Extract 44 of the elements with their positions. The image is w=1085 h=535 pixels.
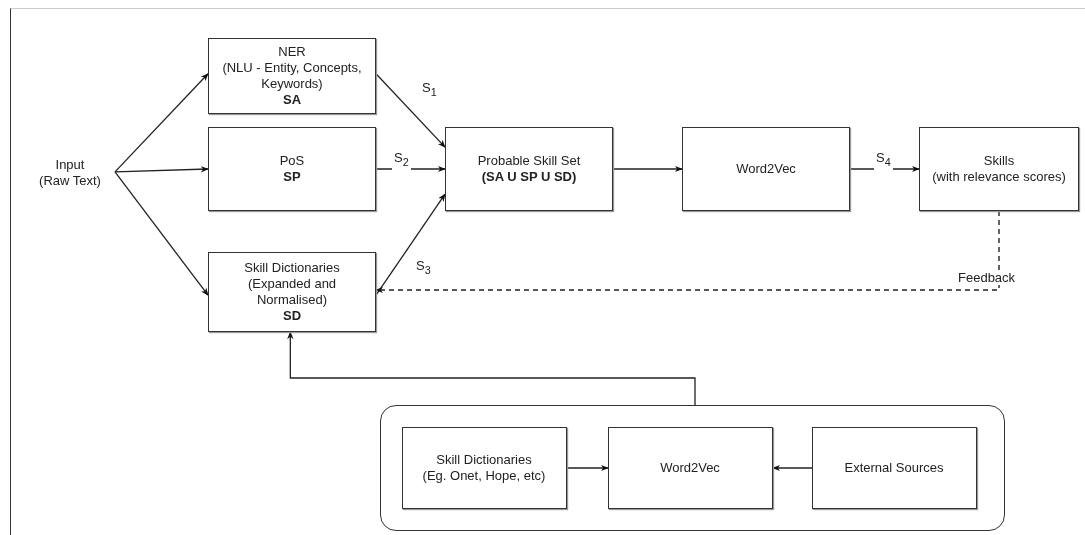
node-description: (Expanded and Normalised)	[246, 276, 338, 308]
process-box	[208, 38, 376, 114]
node-title: Skills	[982, 153, 1016, 169]
node-title: Word2Vec	[735, 161, 797, 177]
node-title: Skill Dictionaries	[243, 260, 341, 276]
node-title: Skill Dictionaries	[435, 451, 533, 468]
process-box	[682, 127, 850, 211]
node-description: (with relevance scores)	[931, 169, 1067, 185]
node-description: (NLU - Entity, Concepts, Keywords)	[221, 60, 363, 92]
node-title: PoS	[278, 153, 306, 169]
arrow	[375, 193, 446, 296]
dashed-arrow	[375, 210, 1000, 294]
arrow	[114, 73, 209, 173]
arrow	[287, 331, 696, 406]
process-box	[401, 426, 567, 509]
edge-label: Feedback	[956, 270, 1018, 285]
process-box	[811, 426, 977, 509]
node-title: Probable Skill Set	[476, 153, 582, 169]
arrow	[772, 464, 813, 472]
arrow	[566, 464, 609, 472]
node-title: Input	[54, 157, 86, 173]
node-title: External Sources	[843, 459, 945, 476]
set-label: SA	[281, 92, 303, 108]
arrow	[114, 171, 209, 296]
edge-label: S$_{2}$	[392, 150, 411, 170]
set-label: SD	[281, 308, 303, 324]
node-title: Word2Vec	[659, 459, 721, 476]
process-box	[919, 127, 1079, 211]
node-description: (Raw Text)	[38, 173, 102, 189]
process-box	[208, 252, 376, 332]
arrow	[375, 73, 446, 148]
edge-label: S$_{4}$	[874, 150, 893, 170]
arrow	[375, 165, 446, 173]
set-label: (SA U SP U SD)	[480, 169, 578, 185]
process-box	[208, 127, 376, 211]
arrow	[612, 165, 683, 173]
node-title: NER	[277, 44, 307, 60]
node-description: (Eg. Onet, Hope, etc)	[421, 467, 547, 484]
process-box	[445, 127, 613, 211]
group-container	[380, 405, 1005, 531]
process-box	[607, 426, 773, 509]
set-label: SP	[282, 169, 302, 185]
arrow	[114, 166, 209, 173]
arrow	[849, 165, 920, 173]
